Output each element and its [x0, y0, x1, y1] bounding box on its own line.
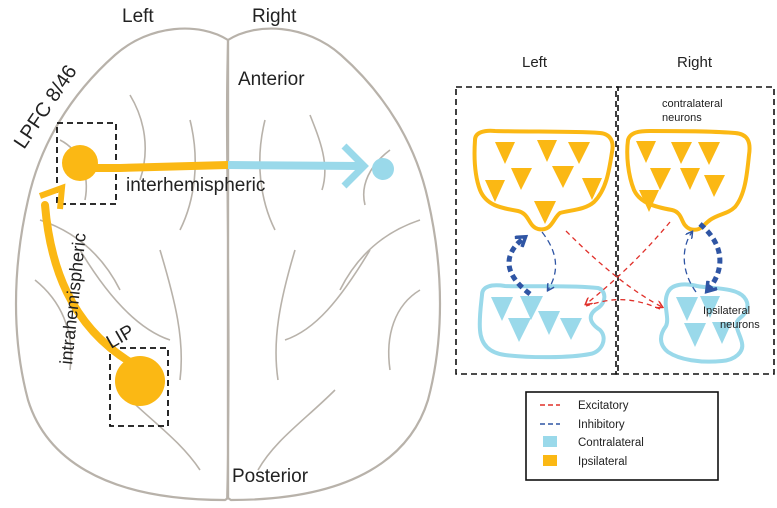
intrahemispheric-arrowhead: [38, 183, 66, 210]
legend-ipsilateral-swatch: [543, 455, 557, 466]
legend-ipsilateral-label: Ipsilateral: [578, 456, 627, 468]
legend-excitatory-label: Excitatory: [578, 400, 629, 412]
interhemispheric-label: interhemispheric: [126, 175, 265, 196]
legend-contralateral-swatch: [543, 436, 557, 447]
circuit-right-panel: [615, 86, 775, 375]
sulci: [34, 94, 421, 471]
posterior-label: Posterior: [232, 466, 309, 487]
right-inhibitory-thick-arrow: [698, 222, 723, 290]
right-ipsilateral-neurons: [636, 141, 725, 212]
lpfc-label: LPFC 8/46: [10, 61, 82, 153]
left-contralateral-neurons: [491, 296, 582, 342]
left-ipsilateral-neurons: [485, 140, 602, 224]
right-hemisphere-outline: [226, 27, 442, 502]
lpfc-node: [62, 145, 98, 181]
left-contralateral-population: [477, 283, 607, 360]
brain-diagram: Left Right Anterior Posterior interhemis…: [10, 6, 442, 502]
midline-fissure: [225, 39, 230, 499]
left-inhibitory-thin-arrow: [541, 231, 557, 290]
interhemispheric-pathway-ipsi: [81, 161, 232, 172]
interhemispheric-pathway-contra: [227, 161, 361, 170]
contralateral-neurons-label-line1: contralateral: [662, 98, 723, 110]
excitatory-left-to-right-arrow: [565, 230, 662, 307]
left-ipsilateral-population: [472, 128, 615, 232]
ipsilateral-neurons-label-line2: neurons: [720, 319, 760, 331]
intrahemispheric-pathway: [41, 201, 134, 366]
circuit-left-panel: [455, 86, 619, 375]
contralateral-lpfc-node: [372, 158, 394, 180]
brain-left-label: Left: [122, 6, 154, 27]
legend-inhibitory-label: Inhibitory: [578, 419, 625, 431]
excitatory-cross-arrow: [585, 299, 661, 310]
contralateral-neurons-label-line2: neurons: [662, 112, 702, 124]
intrahemispheric-label: intrahemispheric: [56, 232, 90, 365]
interhemispheric-arrowhead: [341, 143, 369, 189]
brain-right-label: Right: [252, 6, 297, 27]
ipsilateral-neurons-label-line1: Ipsilateral: [703, 305, 750, 317]
circuit-right-label: Right: [677, 54, 713, 71]
right-contralateral-neurons: [676, 296, 732, 347]
legend-contralateral-label: Contralateral: [578, 437, 644, 449]
circuit-diagram: Left Right contralateral neurons: [455, 54, 775, 375]
legend-box: [525, 391, 719, 481]
excitatory-right-to-left-arrow: [586, 221, 671, 304]
lip-node: [115, 356, 165, 406]
left-inhibitory-thick-arrow: [506, 238, 532, 296]
right-inhibitory-thin-arrow: [683, 232, 697, 293]
anterior-label: Anterior: [238, 69, 305, 90]
left-hemisphere-outline: [14, 27, 230, 502]
legend: Excitatory Inhibitory Contralateral Ipsi…: [525, 391, 719, 481]
circuit-left-label: Left: [522, 54, 548, 71]
lip-region-box: [109, 347, 169, 427]
